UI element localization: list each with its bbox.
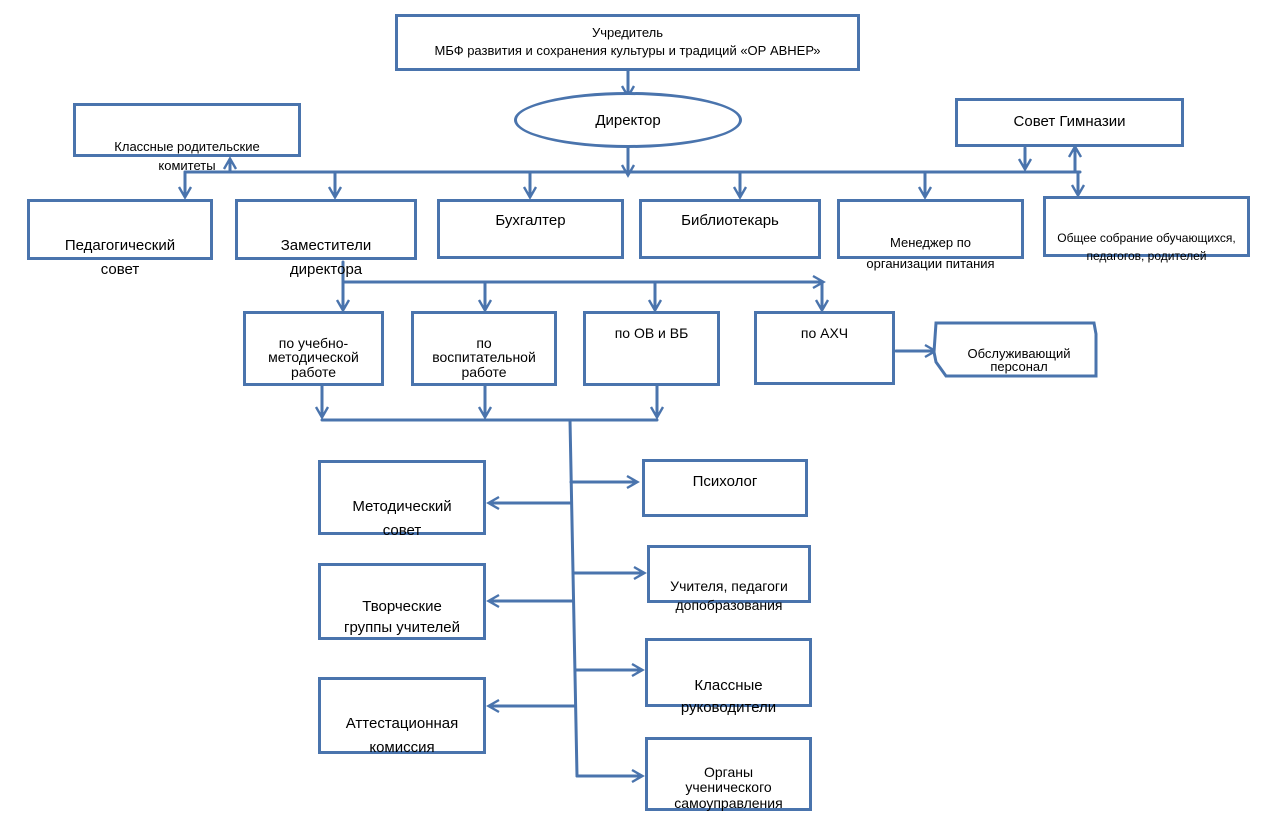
- deputy-upbringing-box: по воспитательной работе: [411, 311, 557, 386]
- class-teachers-label: Классные руководители: [680, 676, 777, 717]
- director-ellipse: Директор: [514, 92, 742, 148]
- attestation-commission-label: Аттестационная комиссия: [345, 715, 459, 756]
- librarian-box: Библиотекарь: [639, 199, 821, 259]
- pedagogical-council-box: Педагогический совет: [27, 199, 213, 278]
- class-teachers-box: Классные руководители: [645, 638, 812, 716]
- student-government-label: Органы ученического самоуправления: [674, 763, 783, 812]
- deputies-box: Заместители директора: [235, 199, 417, 278]
- line-trunk: [568, 418, 579, 778]
- psychologist-box: Психолог: [642, 459, 808, 517]
- deputy-ov-vb-box: по ОВ и ВБ: [583, 311, 720, 386]
- deputy-edu-methodical-box: по учебно- методической работе: [243, 311, 384, 386]
- general-meeting-label: Общее собрание обучающихся, педагогов, р…: [1057, 230, 1236, 264]
- accountant-label: Бухгалтер: [495, 212, 566, 229]
- deputy-ov-vb-label: по ОВ и ВБ: [614, 325, 689, 341]
- parent-committees-label: Классные родительские комитеты: [114, 138, 260, 173]
- teachers-label: Учителя, педагоги допобразования: [670, 577, 788, 614]
- deputies-label: Заместители директора: [280, 237, 372, 278]
- pedagogical-council-label: Педагогический совет: [64, 237, 176, 278]
- deputy-akhch-label: по АХЧ: [800, 325, 849, 341]
- student-government-box: Органы ученического самоуправления: [645, 737, 812, 811]
- teachers-box: Учителя, педагоги допобразования: [647, 545, 811, 613]
- creative-groups-box: Творческие группы учителей: [318, 563, 486, 640]
- catering-manager-label: Менеджер по организации питания: [866, 234, 995, 271]
- gymnasium-council-box: Совет Гимназии: [955, 98, 1184, 147]
- founder-name: МБФ развития и сохранения культуры и тра…: [434, 43, 821, 59]
- psychologist-label: Психолог: [692, 473, 758, 490]
- deputy-edu-methodical-label: по учебно- методической работе: [268, 334, 359, 381]
- parent-committees-box: Классные родительские комитеты: [73, 103, 301, 173]
- founder-box: Учредитель МБФ развития и сохранения кул…: [395, 14, 860, 71]
- accountant-box: Бухгалтер: [437, 199, 624, 259]
- catering-manager-box: Менеджер по организации питания: [837, 199, 1024, 271]
- service-staff-label: Обслуживающий персонал: [967, 346, 1071, 374]
- director-label: Директор: [595, 111, 661, 129]
- founder-title: Учредитель: [591, 25, 664, 40]
- deputy-akhch-box: по АХЧ: [754, 311, 895, 385]
- librarian-label: Библиотекарь: [681, 212, 779, 229]
- methodical-council-box: Методический совет: [318, 460, 486, 539]
- general-meeting-box: Общее собрание обучающихся, педагогов, р…: [1043, 196, 1250, 263]
- gymnasium-council-label: Совет Гимназии: [1013, 113, 1126, 130]
- attestation-commission-box: Аттестационная комиссия: [318, 677, 486, 756]
- service-staff-box: Обслуживающий персонал: [944, 334, 1094, 374]
- methodical-council-label: Методический совет: [352, 498, 452, 539]
- creative-groups-label: Творческие группы учителей: [343, 598, 461, 636]
- service-staff-shape: [932, 321, 1098, 378]
- deputy-upbringing-label: по воспитательной работе: [432, 334, 536, 381]
